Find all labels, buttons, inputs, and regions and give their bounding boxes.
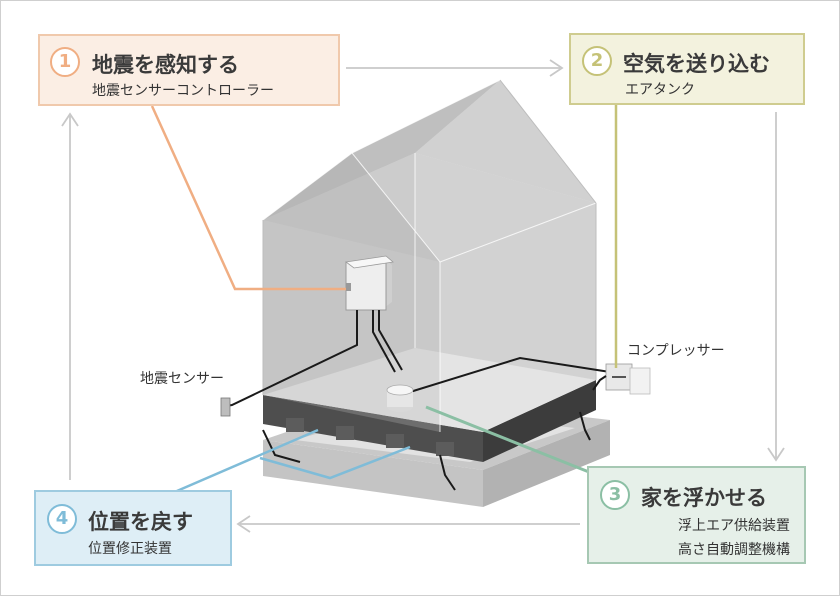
- step3-number-badge: 3: [600, 480, 630, 510]
- step3-leader: [425, 405, 595, 476]
- step4-leader: [259, 445, 411, 480]
- step3-subtitle: 浮上エア供給装置: [678, 518, 790, 534]
- house-floor: [263, 348, 596, 432]
- step1-subtitle: 地震センサーコントローラー: [92, 83, 274, 99]
- seismic-sensor: [220, 397, 231, 417]
- step3-subtitle: 高さ自動調整機構: [678, 542, 790, 558]
- step4-subtitle: 位置修正装置: [88, 541, 172, 557]
- air-chamber: [286, 418, 304, 432]
- compressor-label: コンプレッサー: [627, 343, 725, 359]
- air-chamber: [386, 434, 404, 448]
- step1-number-badge: 1: [50, 47, 80, 77]
- step1-title: 地震を感知する: [92, 53, 239, 77]
- ground-frame-front: [263, 440, 483, 507]
- house-roof-left: [263, 80, 500, 220]
- step2-number-badge: 2: [582, 46, 612, 76]
- seismic-sensor-label: 地震センサー: [140, 371, 224, 387]
- house-roof-right: [415, 80, 596, 203]
- connector: [346, 283, 351, 291]
- step3-title: 家を浮かせる: [641, 486, 767, 510]
- air-chamber: [336, 426, 354, 440]
- air-chamber: [436, 442, 454, 456]
- controller-box-top: [344, 255, 394, 269]
- step4-title: 位置を戻す: [88, 510, 193, 534]
- air-canister: [386, 384, 414, 396]
- step4-leader: [169, 428, 319, 496]
- house-back-wall: [415, 153, 596, 380]
- step2-title: 空気を送り込む: [623, 52, 770, 76]
- step4-box: 4 位置を戻す 位置修正装置: [34, 490, 232, 566]
- house-front-gable: [263, 153, 440, 262]
- step2-box: 2 空気を送り込む エアタンク: [569, 33, 805, 105]
- controller-box: [345, 261, 387, 311]
- house-front-wall: [263, 220, 440, 432]
- step2-subtitle: エアタンク: [625, 82, 695, 98]
- step1-box: 1 地震を感知する 地震センサーコントローラー: [38, 34, 340, 106]
- flow-arrows: [61, 59, 785, 533]
- base-slab-front: [263, 395, 483, 462]
- step4-number-badge: 4: [47, 504, 77, 534]
- ground-frame-side: [483, 420, 610, 507]
- step3-box: 3 家を浮かせる 浮上エア供給装置 高さ自動調整機構: [587, 466, 806, 564]
- house-left-wall: [263, 153, 415, 395]
- step1-leader: [150, 105, 346, 291]
- compressor: [629, 367, 651, 395]
